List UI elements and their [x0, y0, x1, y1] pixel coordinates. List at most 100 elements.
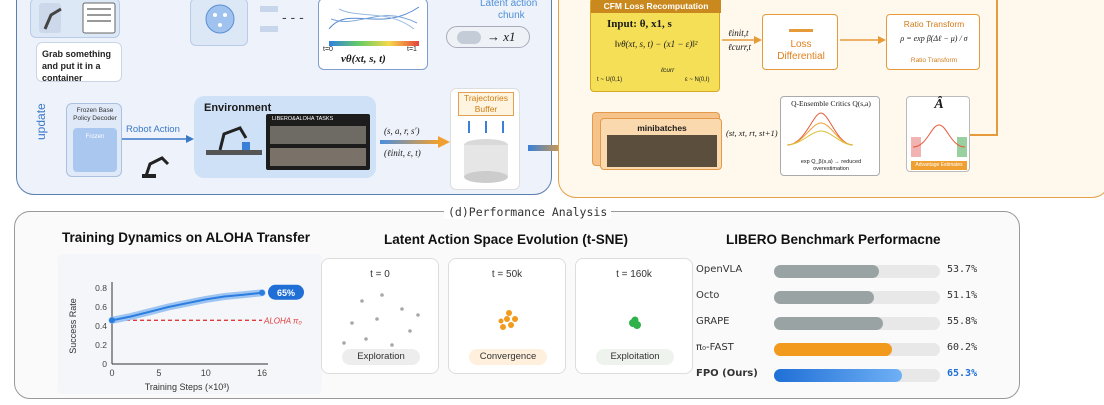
tsne-scatter-exploration [342, 293, 420, 347]
libero-title: LIBERO Benchmark Performacne [726, 232, 941, 247]
bar-track [774, 265, 940, 278]
frozen-decoder-label: Frozen Base Policy Decoder [73, 107, 117, 122]
q-note: exp Q_β(s,a) → reduced overestimation [800, 159, 862, 172]
performance-title: (d)Performance Analysis [444, 205, 612, 219]
t1-label: t=1 [407, 46, 417, 53]
tsne-t0-label: t = 0 [370, 269, 390, 280]
tsne-point [375, 317, 379, 321]
trajectories-buffer-label: Trajectories Buffer [458, 92, 514, 116]
q-distributions-icon [786, 112, 854, 146]
tsne-scatter-convergence [498, 310, 518, 330]
latent-chunk-pill: → x1 [446, 26, 530, 48]
y-tick-label: 0.2 [95, 340, 107, 350]
bar-track [774, 317, 940, 330]
loss-tuple: (ℓinit, ε, t) [384, 148, 421, 158]
minibatch-tuple: (st, xt, rt, st+1) [726, 128, 778, 138]
y-tick-label: 0 [102, 359, 107, 369]
bar-category-label: Octo [696, 290, 720, 301]
cfm-loss-box: CFM Loss Recomputation Input: θ, x1, s ‖… [590, 0, 721, 92]
time-colorbar [329, 41, 419, 46]
bar-category-label: OpenVLA [696, 264, 743, 275]
advantage-chart-icon [911, 124, 967, 157]
bar-category-label: GRAPE [696, 316, 730, 327]
tsne-t50k-label: t = 50k [491, 269, 523, 280]
feedback-line-vertical [996, 0, 998, 136]
tsne-point [508, 322, 514, 328]
robot-arm-thumbnail [30, 0, 120, 38]
end-value-badge [268, 284, 304, 300]
ratio-formula: ρ = exp β(Δℓ − μ) / σ [900, 34, 968, 43]
encoder-network-thumbnail [190, 0, 248, 46]
instruction-text: Grab something and put it in a container [42, 49, 112, 83]
cfm-formula: ‖vθ(xt, s, t) − (x1 − ε)‖² [614, 39, 698, 49]
tasks-label: LIBERO&ALOHA TASKS [272, 116, 334, 122]
cfm-input: Input: θ, x1, s [607, 18, 672, 30]
robot-arm-small-icon [142, 156, 170, 178]
minibatches-label: minibatches [637, 123, 687, 133]
robot-arm-icon [39, 2, 116, 34]
tsne-point [400, 307, 404, 311]
tsne-tag-exploitation: Exploitation [596, 349, 674, 365]
x-axis-label: Training Steps (×10³) [145, 382, 229, 392]
t0-label: t=0 [323, 46, 333, 53]
y-axis-label: Success Rate [68, 298, 78, 354]
tsne-point [498, 318, 504, 324]
tsne-point [631, 316, 639, 324]
buffer-arrow-icon [380, 136, 450, 148]
x-tick-label: 16 [257, 368, 267, 378]
tasks-frames: LIBERO&ALOHA TASKS [266, 114, 370, 170]
cfm-t-dist: t ~ U(0,1) [597, 77, 623, 83]
bar-value-label: 55.8% [947, 316, 978, 327]
bar [774, 265, 879, 278]
tsne-t160k-label: t = 160k [616, 269, 652, 280]
baseline-label: ALOHA π₀ [263, 316, 302, 325]
tsne-point [506, 310, 512, 316]
ratio-arrow-icon [840, 36, 886, 44]
ratio-transform-box: Ratio Transform ρ = exp β(Δℓ − μ) / σ Ra… [886, 14, 980, 70]
l-init-t-label: ℓinit,t [728, 28, 749, 38]
bar-track [774, 343, 940, 356]
latent-action-label: Latent action [480, 0, 538, 9]
loss-arrow-icon [722, 36, 762, 44]
series-end-point [259, 289, 265, 296]
q-title: Q-Ensemble Critics Q(s,a) [791, 99, 871, 108]
instruction-card: Grab something and put it in a container [36, 42, 122, 83]
loss-differential-label: Loss Differential [777, 39, 825, 62]
end-value-label: 65% [277, 288, 295, 298]
tsne-point [342, 341, 346, 345]
tsne-point [350, 321, 354, 325]
l-curr-t-label: ℓcurr,t [728, 42, 752, 52]
bar-value-label: 51.1% [947, 290, 978, 301]
bar [774, 343, 892, 356]
cfm-title: CFM Loss Recomputation [591, 0, 721, 13]
tsne-point [380, 293, 384, 297]
environment-label: Environment [204, 102, 272, 114]
network-icon [205, 4, 235, 34]
flow-field-icon [328, 6, 420, 30]
bar-track [774, 369, 940, 382]
frozen-decoder-card: Frozen Base Policy Decoder Frozen [66, 103, 122, 177]
robot-table-icon [206, 126, 262, 155]
bar [774, 369, 902, 382]
loss-differential-box: Loss Differential [762, 14, 838, 70]
ratio-sub: Ratio Transform [910, 57, 958, 64]
environment-box: Environment LIBERO&ALOHA TASKS [194, 96, 376, 178]
minibatches-box: minibatches [600, 118, 722, 170]
advantage-box: Â Advantage Estimates [906, 96, 970, 172]
velocity-label: vθ(xt, s, t) [341, 53, 386, 65]
a-hat-label: Â [934, 97, 944, 112]
series-start-point [109, 317, 115, 324]
training-dynamics-title: Training Dynamics on ALOHA Transfer [62, 230, 311, 245]
update-label: update [34, 103, 48, 140]
y-tick-label: 0.8 [95, 283, 107, 293]
tsne-card-exploration: t = 0 Exploration [321, 258, 439, 374]
x-tick-label: 5 [156, 368, 161, 378]
bar-track [774, 291, 940, 304]
trajectories-buffer: Trajectories Buffer [450, 88, 520, 190]
tsne-tag-convergence: Convergence [469, 349, 547, 365]
tsne-point [390, 343, 394, 347]
bar [774, 317, 883, 330]
tsne-title: Latent Action Space Evolution (t-SNE) [384, 232, 629, 247]
y-tick-label: 0.4 [95, 321, 107, 331]
